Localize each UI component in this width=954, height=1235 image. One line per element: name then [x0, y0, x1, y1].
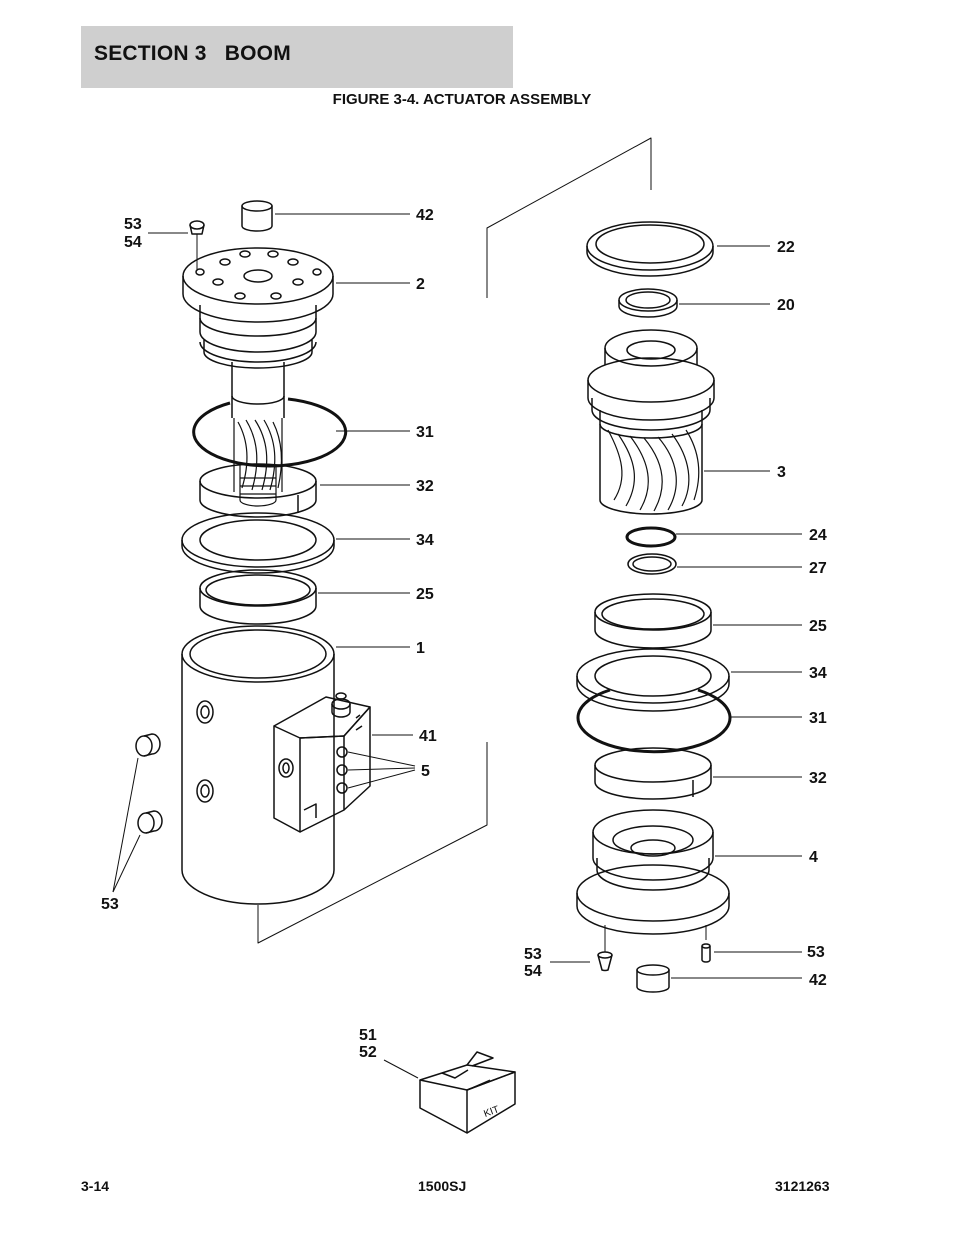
callout-labels: 53 54 42 2 31 32 34 25 1 41 5 53 22 20 3…	[101, 207, 827, 1120]
dowel-pin-53-right	[701, 943, 711, 963]
callout-24: 24	[809, 527, 827, 544]
bracket-left	[257, 742, 488, 944]
kit-box-label: KIT	[482, 1104, 500, 1120]
callout-20: 20	[777, 297, 795, 314]
callout-31-left: 31	[416, 424, 434, 441]
thrust-washer-34-right	[576, 648, 730, 712]
callout-42-left: 42	[416, 207, 434, 224]
ring-gear-3	[587, 329, 715, 515]
callout-52: 52	[359, 1044, 377, 1061]
helical-shaft	[233, 418, 283, 507]
callout-34-left: 34	[416, 532, 434, 549]
left-assembly	[135, 200, 488, 944]
o-ring-31-right	[576, 688, 732, 754]
callout-53-bottom-left: 53	[101, 896, 119, 913]
wear-ring-32-left	[199, 463, 317, 518]
bushing-42-right	[636, 964, 670, 993]
footer-model: 1500SJ	[418, 1178, 467, 1194]
end-cap-2	[182, 247, 334, 418]
bolt-bottom-right	[597, 940, 613, 972]
valve-block-41	[273, 692, 371, 833]
callout-53-top: 53	[124, 216, 142, 233]
end-cap-4	[576, 809, 730, 935]
callout-27: 27	[809, 560, 827, 577]
housing-1	[181, 625, 335, 905]
callout-3: 3	[777, 464, 786, 481]
callout-32-left: 32	[416, 478, 434, 495]
seal-22	[586, 221, 714, 277]
callout-54-right: 54	[524, 963, 542, 980]
leader-lines	[112, 213, 802, 1079]
callout-5: 5	[421, 763, 430, 780]
plugs-53-left	[135, 733, 163, 834]
bushing-42-left	[241, 200, 273, 232]
wear-ring-32-right	[594, 747, 712, 800]
callout-4: 4	[809, 849, 818, 866]
bushing-20	[618, 288, 678, 318]
callout-22: 22	[777, 239, 795, 256]
callout-31-right: 31	[809, 710, 827, 727]
callout-32-right: 32	[809, 770, 827, 787]
bracket-right	[604, 925, 707, 940]
bolt-top-left	[189, 220, 205, 270]
figure-title-container: FIGURE 3-4. ACTUATOR ASSEMBLY	[0, 91, 954, 108]
callout-25-left: 25	[416, 586, 434, 603]
callout-41: 41	[419, 728, 437, 745]
callout-42-right: 42	[809, 972, 827, 989]
section-header: SECTION 3 BOOM	[81, 26, 513, 88]
section-title: SECTION 3 BOOM	[94, 42, 291, 65]
callout-51: 51	[359, 1027, 377, 1044]
ring-27	[627, 553, 677, 575]
bearing-25-right	[594, 593, 712, 649]
thrust-washer-34-left	[181, 512, 335, 574]
figure-title: FIGURE 3-4. ACTUATOR ASSEMBLY	[332, 91, 592, 108]
footer-page-number: 3-14	[81, 1178, 110, 1194]
footer-document-number: 3121263	[775, 1178, 830, 1194]
bracket-top	[486, 137, 652, 298]
right-assembly	[486, 137, 732, 993]
callout-25-right: 25	[809, 618, 827, 635]
bearing-25-left	[199, 569, 317, 625]
callout-2: 2	[416, 276, 425, 293]
callout-34-right: 34	[809, 665, 827, 682]
o-ring-24	[625, 526, 677, 548]
kit-box	[419, 1051, 516, 1134]
callout-1: 1	[416, 640, 425, 657]
callout-53-right-pin: 53	[807, 944, 825, 961]
callout-54-top: 54	[124, 234, 142, 251]
callout-53-right-bolt: 53	[524, 946, 542, 963]
